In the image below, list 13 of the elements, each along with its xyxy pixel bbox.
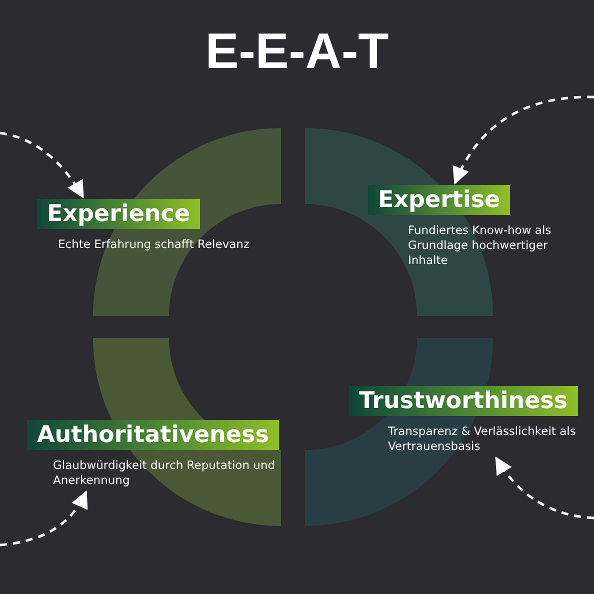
description-text: Echte Erfahrung schafft Relevanz [58,237,250,252]
description-text: Glaubwürdigkeit durch Reputation und Anerkennung [53,458,276,488]
description-text: Fundiertes Know-how als Grundlage hochwertiger Inhalte [408,223,552,268]
title: E-E-A-T [204,22,390,80]
description-text: Transparenz & Verlässlichkeit als Vertrauensbasis [388,424,577,454]
dashed-arrow [0,490,88,546]
dashed-arrow [453,96,594,185]
heading-label: Authoritativeness [27,420,279,450]
heading-label: Experience [37,199,200,229]
dashed-arrow [0,132,84,198]
heading-label: Expertise [368,185,510,215]
heading-label: Trustworthiness [349,386,578,416]
dashed-arrow [495,456,594,520]
